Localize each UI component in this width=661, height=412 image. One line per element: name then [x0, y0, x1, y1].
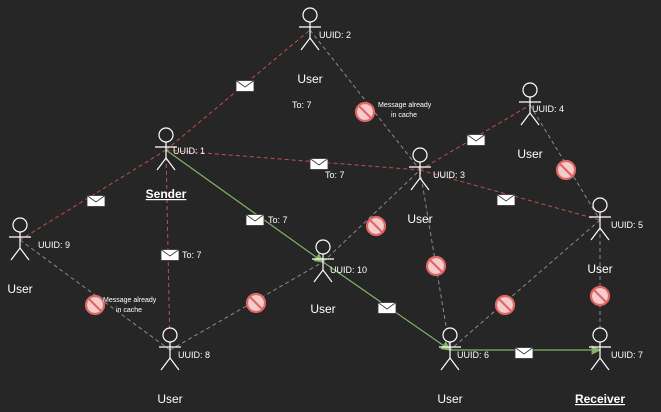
no-entry-icon: [84, 294, 106, 316]
node-uuid-label: UUID: 8: [178, 350, 210, 360]
cache-note-top-line1: Message already: [378, 102, 432, 109]
no-entry-icon: [354, 101, 376, 123]
node-uuid-label: UUID: 10: [330, 265, 367, 275]
cache-note-left-line1: Message already: [103, 297, 157, 304]
cache-note-left-line2: in cache: [116, 307, 142, 314]
to-label-top: To: 7: [292, 100, 312, 110]
node-n10: User UUID: 10: [310, 239, 367, 316]
envelope-icon: [309, 158, 329, 170]
node-uuid-label: UUID: 2: [319, 30, 351, 40]
no-entry-icon: [425, 255, 447, 277]
node-uuid-label: UUID: 1: [173, 146, 205, 156]
node-role-label: Sender: [146, 187, 187, 201]
envelope-icon: [377, 302, 397, 314]
edge-n1-n9: [19, 149, 167, 241]
node-uuid-label: UUID: 5: [611, 220, 643, 230]
node-n7: Receiver UUID: 7: [575, 327, 643, 406]
node-role-label: User: [437, 392, 462, 406]
node-n6: User UUID: 6: [437, 327, 489, 406]
edge-n1-n10: [165, 149, 324, 263]
person-icon: [519, 82, 541, 126]
node-role-label: User: [7, 282, 32, 296]
node-role-label: User: [407, 212, 432, 226]
person-icon: [9, 217, 31, 261]
node-n2: User UUID: 2: [297, 7, 351, 86]
node-role-label: User: [297, 72, 322, 86]
node-role-label: User: [310, 302, 335, 316]
node-role-label: Receiver: [575, 392, 625, 406]
no-entry-icon: [494, 294, 516, 316]
node-uuid-label: UUID: 4: [532, 104, 564, 114]
edge-n10-n3: [322, 169, 421, 263]
envelope-icon: [245, 214, 265, 226]
edge-n8-n10: [169, 261, 324, 351]
to-label-n1-n10: To: 7: [268, 215, 288, 225]
no-entry-icon: [555, 159, 577, 181]
node-n8: User UUID: 8: [157, 327, 210, 406]
node-n4: User UUID: 4: [517, 82, 564, 161]
person-icon: [155, 127, 177, 171]
edge-n4-n5: [529, 104, 601, 221]
node-uuid-label: UUID: 9: [38, 240, 70, 250]
edge-n5-n6: [449, 219, 601, 351]
node-n9: User UUID: 9: [7, 217, 70, 296]
node-role-label: User: [157, 392, 182, 406]
envelope-icon: [86, 195, 106, 207]
person-icon: [589, 197, 611, 241]
to-label-n1-n3: To: 7: [325, 170, 345, 180]
edge-n1-n3: [165, 149, 421, 171]
node-role-label: User: [517, 147, 542, 161]
person-icon: [299, 7, 321, 51]
person-icon: [159, 327, 181, 371]
person-icon: [439, 327, 461, 371]
node-uuid-label: UUID: 3: [433, 170, 465, 180]
no-entry-icon: [365, 215, 387, 237]
edge-n2-n3: [309, 29, 421, 171]
envelope-icon: [466, 134, 486, 146]
envelope-icon: [514, 347, 534, 359]
envelope-icon: [235, 80, 255, 92]
person-icon: [589, 327, 611, 371]
envelope-icon: [160, 249, 180, 261]
to-label-n1-n8: To: 7: [182, 250, 202, 260]
node-uuid-label: UUID: 6: [457, 350, 489, 360]
person-icon: [409, 147, 431, 191]
envelope-icon: [496, 194, 516, 206]
no-entry-icon: [245, 292, 267, 314]
node-n5: User UUID: 5: [587, 197, 643, 276]
node-role-label: User: [587, 262, 612, 276]
node-uuid-label: UUID: 7: [611, 350, 643, 360]
node-n1: Sender UUID: 1: [146, 127, 205, 201]
cache-note-top-line2: in cache: [391, 112, 417, 119]
person-icon: [312, 239, 334, 283]
node-n3: User UUID: 3: [407, 147, 465, 226]
no-entry-icon: [589, 285, 611, 307]
